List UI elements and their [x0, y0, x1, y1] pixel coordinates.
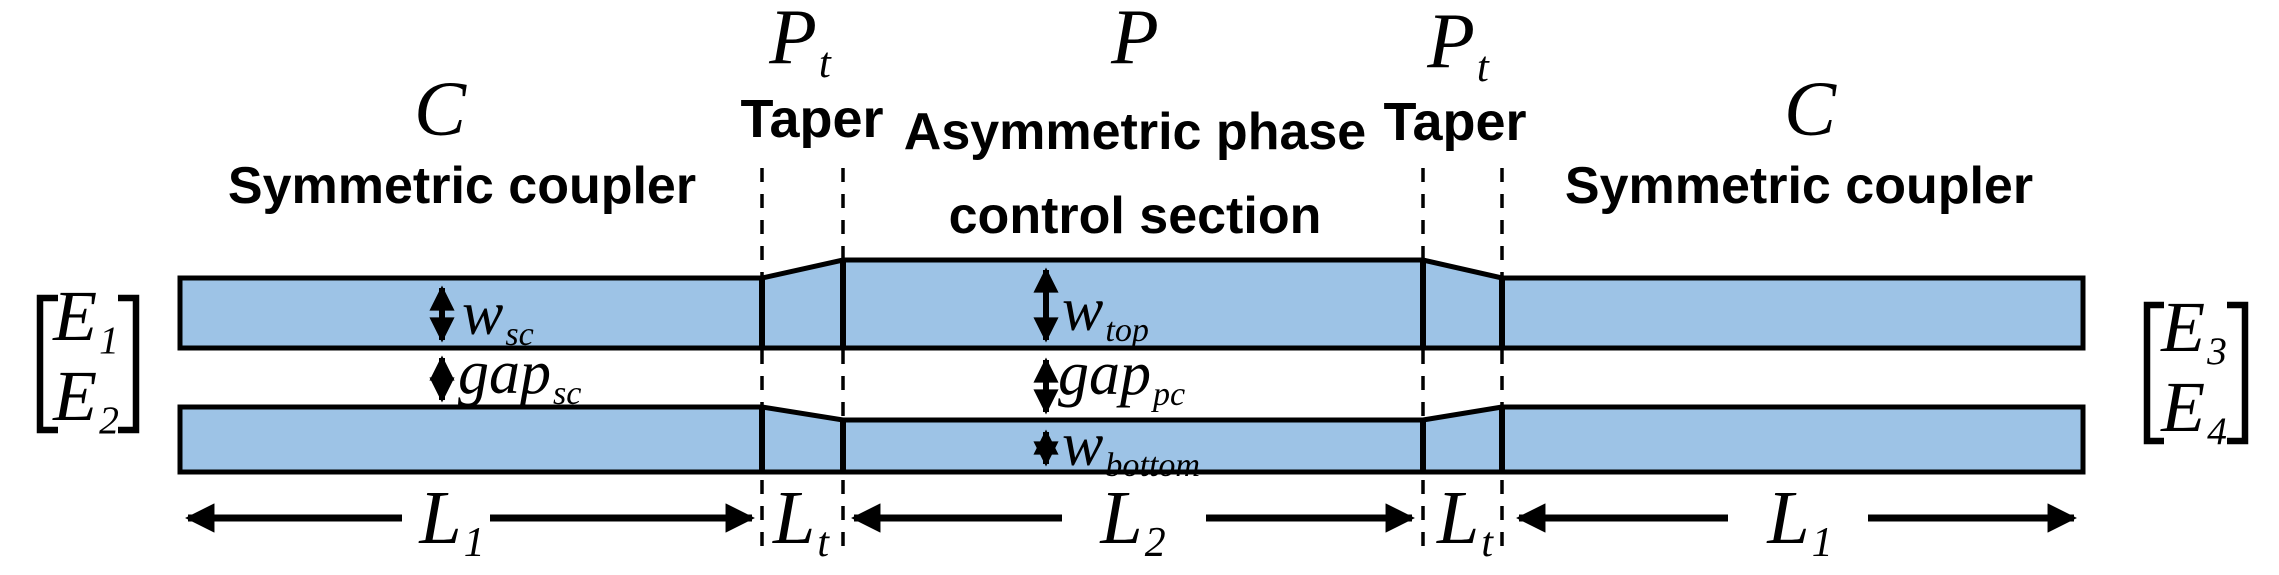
symbol-C-left: C	[413, 65, 467, 152]
port-E3-base: E	[2161, 287, 2206, 367]
symbol-P-right-taper-sub: t	[1476, 43, 1489, 91]
label-symbol-right-taper: Pt	[1427, 2, 1489, 90]
label-dim-w-sc: wsc	[462, 283, 534, 352]
len-Lt-right-base: L	[1437, 476, 1480, 560]
label-left-coupler-name: Symmetric coupler	[227, 157, 697, 215]
len-Lt-left-base: L	[773, 476, 816, 560]
matrix-bracket-right-close	[2227, 301, 2249, 445]
dim-gap-pc-sub: pc	[1153, 375, 1186, 413]
dim-gap-pc-base: gap	[1058, 340, 1151, 408]
label-port-E2: E2	[53, 360, 119, 440]
port-E3-sub: 3	[2207, 328, 2227, 373]
symbol-P-left-taper: P	[769, 0, 817, 80]
label-symbol-left-taper: Pt	[769, 0, 831, 86]
label-len-Lt-left: Lt	[773, 480, 829, 565]
len-L2-sub: 2	[1144, 520, 1166, 567]
label-phase-name-line2: control section	[948, 187, 1322, 245]
dim-gap-sc-sub: sc	[553, 374, 582, 412]
port-E4-sub: 4	[2207, 408, 2227, 453]
symbol-P-phase: P	[1111, 0, 1159, 80]
label-phase-name-line1: Asymmetric phase	[903, 103, 1367, 161]
matrix-bracket-right-open	[2143, 301, 2164, 445]
len-L2-base: L	[1100, 476, 1143, 560]
label-symbol-phase-section: P	[1111, 0, 1159, 76]
label-right-taper-name: Taper	[1383, 92, 1527, 152]
len-Lt-right-sub: t	[1481, 520, 1493, 567]
dim-w-bottom-base: w	[1062, 411, 1104, 479]
symbol-P-left-taper-sub: t	[818, 39, 831, 87]
label-right-coupler-name: Symmetric coupler	[1564, 157, 2034, 215]
port-E2-sub: 2	[99, 397, 119, 442]
label-len-L2: L2	[1100, 480, 1165, 565]
len-Lt-left-sub: t	[817, 520, 829, 567]
dim-gap-sc-base: gap	[458, 339, 551, 407]
dim-w-top-base: w	[1062, 276, 1104, 344]
label-symbol-right-coupler: C	[1784, 70, 1836, 148]
label-dim-gap-pc: gappc	[1058, 343, 1185, 412]
port-E1-base: E	[53, 276, 98, 356]
label-left-taper-name: Taper	[740, 89, 884, 149]
len-L1-left-sub: 1	[463, 520, 485, 567]
label-len-L1-left: L1	[419, 480, 484, 565]
label-symbol-left-coupler: C	[414, 70, 466, 148]
dim-w-bottom-sub: bottom	[1105, 446, 1201, 484]
label-dim-w-bottom: wbottom	[1062, 414, 1200, 483]
matrix-bracket-left-close	[118, 294, 140, 434]
port-E1-sub: 1	[99, 317, 119, 362]
len-L1-right-base: L	[1767, 476, 1810, 560]
dim-w-sc-sub: sc	[505, 315, 534, 353]
label-port-E4: E4	[2161, 371, 2227, 451]
label-dim-gap-sc: gapsc	[458, 342, 581, 411]
len-L1-right-sub: 1	[1811, 520, 1833, 567]
label-port-E1: E1	[53, 280, 119, 360]
dim-w-top-sub: top	[1105, 311, 1149, 349]
label-dim-w-top: wtop	[1062, 279, 1149, 348]
port-E4-base: E	[2161, 367, 2206, 447]
label-len-L1-right: L1	[1767, 480, 1832, 565]
port-E2-base: E	[53, 356, 98, 436]
symbol-P-right-taper: P	[1427, 0, 1475, 84]
len-L1-left-base: L	[419, 476, 462, 560]
symbol-C-right: C	[1783, 65, 1837, 152]
dim-w-sc-base: w	[462, 280, 504, 348]
label-len-Lt-right: Lt	[1437, 480, 1493, 565]
matrix-bracket-left-open	[36, 294, 58, 434]
label-port-E3: E3	[2161, 291, 2227, 371]
